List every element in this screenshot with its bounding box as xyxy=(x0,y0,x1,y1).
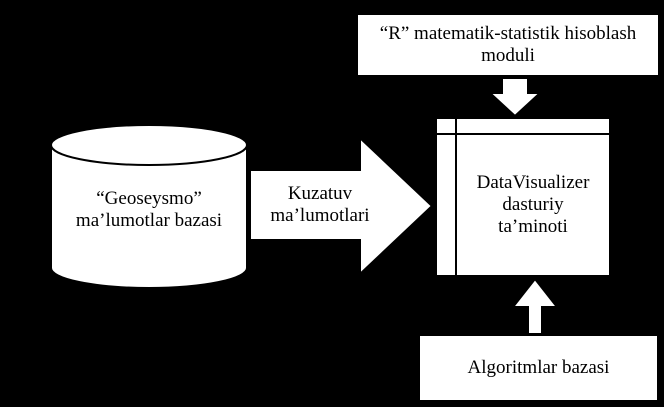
r-module-label-line1: “R” matematik-statistik hisoblash xyxy=(379,23,637,44)
up-arrow xyxy=(510,277,560,335)
observation-data-arrow xyxy=(249,135,434,277)
observation-label-line2: ma’lumotlari xyxy=(270,205,370,226)
software-label-line2: dasturiy xyxy=(502,194,564,215)
algorithms-box xyxy=(418,334,659,402)
observation-arrow-label: Kuzatuv ma’lumotlari xyxy=(250,172,390,238)
software-label: DataVisualizer dasturiy ta’minoti xyxy=(458,160,608,250)
algorithms-label: Algoritmlar bazasi xyxy=(419,337,658,399)
observation-label-line1: Kuzatuv xyxy=(287,183,353,204)
down-arrow xyxy=(487,77,543,118)
database-label: “Geoseysmo” ma’lumotlar bazasi xyxy=(51,175,247,245)
r-module-label-line2: moduli xyxy=(481,45,535,66)
r-module-label: “R” matematik-statistik hisoblash moduli xyxy=(357,16,659,74)
algorithms-label-text: Algoritmlar bazasi xyxy=(467,357,610,378)
software-window xyxy=(435,117,611,277)
r-module-box xyxy=(356,13,660,77)
database-label-line2: ma’lumotlar bazasi xyxy=(75,210,223,231)
database-label-line1: “Geoseysmo” xyxy=(96,188,202,209)
software-label-line3: ta’minoti xyxy=(498,216,568,237)
database-cylinder xyxy=(50,124,248,289)
software-label-line1: DataVisualizer xyxy=(476,172,590,193)
